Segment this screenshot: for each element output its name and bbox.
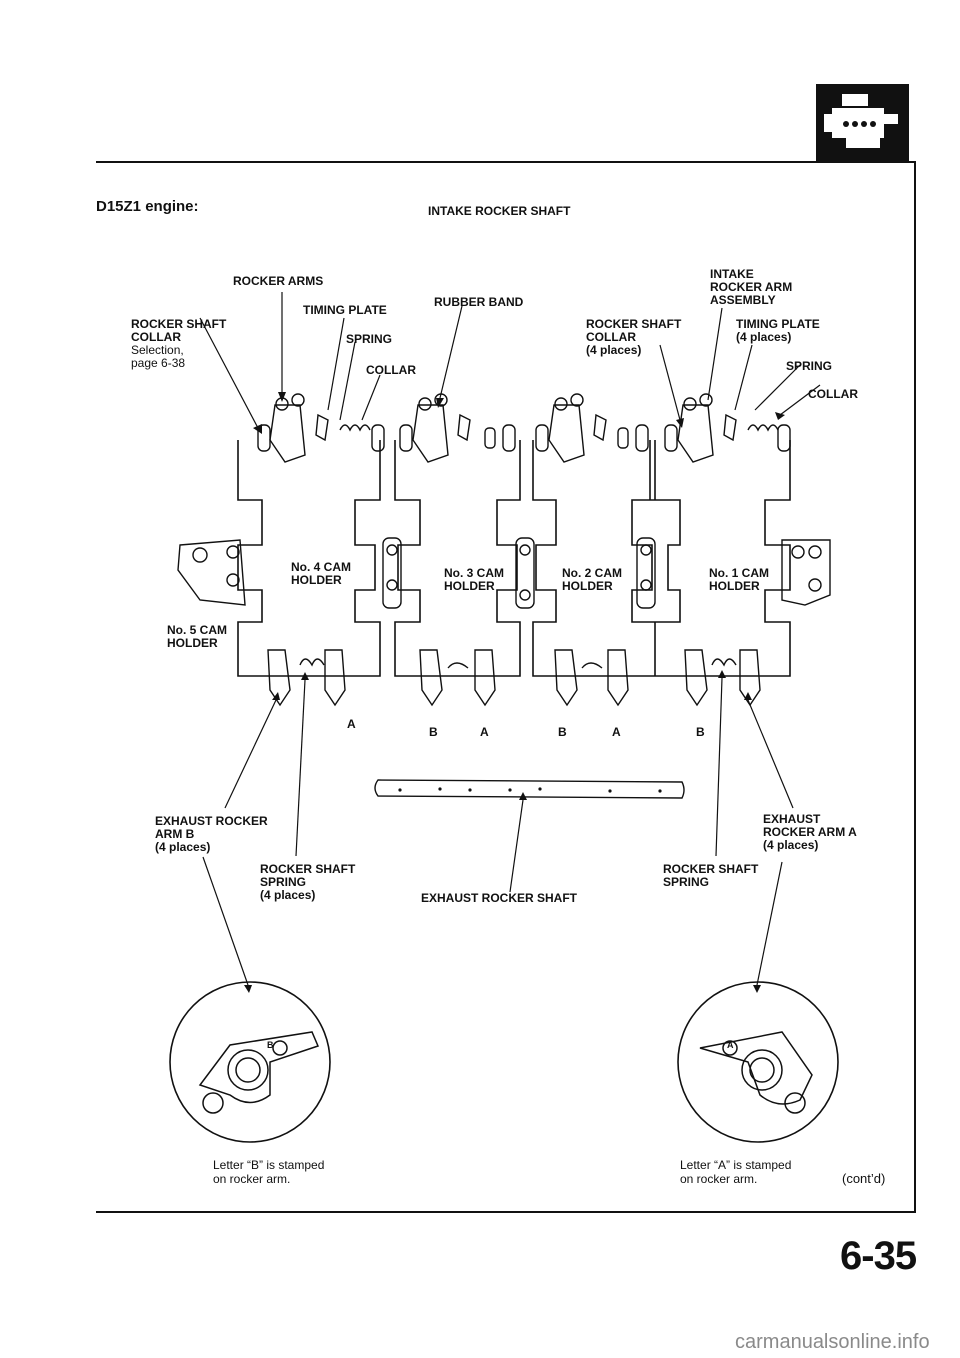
- stamp-b-icon: B: [267, 1040, 274, 1050]
- detail-circle-a: [677, 981, 839, 1143]
- stamp-a-icon: A: [727, 1040, 734, 1050]
- label-rocker-arms: ROCKER ARMS: [233, 274, 324, 288]
- label-rocker-shaft-collar-left: ROCKER SHAFT COLLAR: [131, 317, 227, 344]
- label-collar-right: COLLAR: [808, 387, 858, 401]
- exhaust-rocker-arms: [267, 649, 761, 707]
- caption-letter-b: Letter “B” is stamped on rocker arm.: [213, 1158, 325, 1186]
- engine-label: D15Z1 engine:: [96, 198, 199, 215]
- label-letter-b-1: B: [429, 725, 438, 739]
- page-frame: [96, 161, 916, 1213]
- label-spring-right: SPRING: [786, 359, 833, 373]
- watermark-footer[interactable]: carmanualsonline.info: [735, 1331, 930, 1353]
- label-cam-holder-2: No. 2 CAM HOLDER: [562, 566, 622, 593]
- intake-rocker-arm-group: [257, 393, 791, 463]
- label-rubber-band: RUBBER BAND: [434, 295, 524, 309]
- label-timing-plate-right: TIMING PLATE (4 places): [736, 317, 820, 344]
- diagram-title: INTAKE ROCKER SHAFT: [428, 204, 571, 218]
- label-exhaust-rocker-arm-b: EXHAUST ROCKER ARM B (4 places): [155, 814, 268, 854]
- label-letter-a-2: A: [480, 725, 489, 739]
- label-cam-holder-4: No. 4 CAM HOLDER: [291, 560, 351, 587]
- intake-rocker-shaft: [237, 440, 791, 677]
- label-rocker-shaft-spring-right: ROCKER SHAFT SPRING: [663, 862, 759, 889]
- label-letter-a-1: A: [347, 717, 356, 731]
- label-contd: (cont’d): [842, 1171, 886, 1186]
- engine-section-icon: [816, 84, 909, 161]
- label-collar-left: COLLAR: [366, 363, 416, 377]
- leader-lines: [199, 292, 821, 986]
- label-exhaust-rocker-arm-a: EXHAUST ROCKER ARM A (4 places): [763, 812, 857, 852]
- cam-holders: [177, 537, 831, 609]
- label-rocker-shaft-spring-left: ROCKER SHAFT SPRING (4 places): [260, 862, 356, 902]
- label-letter-a-3: A: [612, 725, 621, 739]
- label-exhaust-rocker-shaft: EXHAUST ROCKER SHAFT: [421, 891, 578, 905]
- caption-letter-a: Letter “A” is stamped on rocker arm.: [680, 1158, 792, 1186]
- label-cam-holder-1: No. 1 CAM HOLDER: [709, 566, 769, 593]
- label-rocker-shaft-collar-right: ROCKER SHAFT COLLAR (4 places): [586, 317, 682, 357]
- label-letter-b-2: B: [558, 725, 567, 739]
- label-cam-holder-3: No. 3 CAM HOLDER: [444, 566, 504, 593]
- detail-circle-b: [169, 981, 331, 1143]
- exhaust-rocker-shaft: [374, 779, 685, 799]
- label-selection-note: Selection, page 6-38: [131, 343, 186, 370]
- label-timing-plate-left: TIMING PLATE: [303, 303, 387, 317]
- page-number: 6-35: [840, 1234, 917, 1278]
- label-cam-holder-5: No. 5 CAM HOLDER: [167, 623, 227, 650]
- label-letter-b-3: B: [696, 725, 705, 739]
- label-intake-rocker-arm-assembly: INTAKE ROCKER ARM ASSEMBLY: [710, 267, 793, 307]
- label-spring-left: SPRING: [346, 332, 393, 346]
